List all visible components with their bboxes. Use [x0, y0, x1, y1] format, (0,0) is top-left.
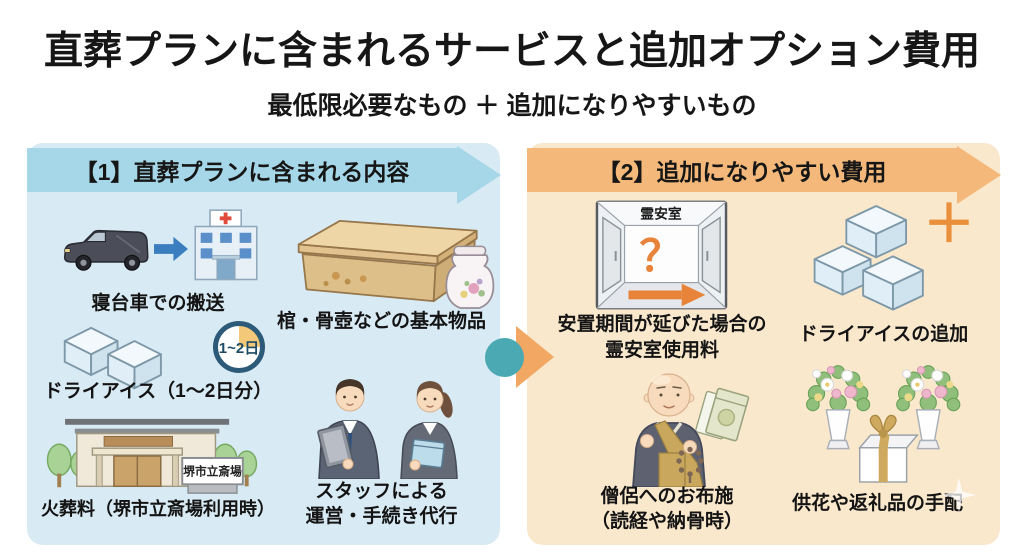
mortuary-room-icon: 霊安室 ？ [595, 200, 728, 310]
flowers-and-gift-icon [806, 365, 961, 483]
monk-offering-label-line2: （読経や納骨時） [590, 511, 743, 532]
dry-ice-icon [63, 326, 162, 390]
extra-dry-ice-icon [813, 205, 924, 311]
left-panel-banner-label: 【1】直葬プランに含まれる内容 [74, 159, 410, 185]
extra-costs-panel: 【2】追加になりやすい費用 霊安室 ？ 安置期間が延びた場合の 霊安室使用料 [527, 143, 1001, 545]
transport-label: 寝台車での搬送 [91, 293, 225, 314]
staff-icon [317, 379, 458, 479]
panel-connector-dot-icon [485, 338, 524, 377]
duration-badge: 1~2日 [213, 321, 265, 373]
mortuary-fee-label-line2: 霊安室使用料 [604, 340, 719, 361]
plus-icon: ＋ [923, 196, 976, 254]
left-panel-banner: 【1】直葬プランに含まれる内容 [27, 146, 501, 204]
page-title: 直葬プランに含まれるサービスと追加オプション費用 [43, 30, 980, 73]
basic-items-label: 棺・骨壺などの基本物品 [276, 311, 486, 332]
crematorium-sign-label: 堺市立斎場 [183, 465, 242, 479]
monk-icon [632, 373, 750, 487]
hearse-van-icon [63, 229, 149, 271]
crematorium-icon: 堺市立斎場 [46, 418, 258, 494]
staff-label-line2: 運営・手続き代行 [305, 506, 458, 527]
flowers-gifts-label: 供花や返礼品の手配 [791, 493, 963, 514]
monk-offering-label-line1: 僧侶へのお布施 [600, 486, 734, 507]
hospital-icon [194, 209, 258, 281]
extra-dry-ice-label: ドライアイスの追加 [798, 324, 969, 345]
transfer-arrow-icon [154, 236, 188, 262]
mortuary-room-sign-label: 霊安室 [640, 206, 682, 222]
staff-label-line1: スタッフによる [315, 481, 448, 502]
included-services-panel: 【1】直葬プランに含まれる内容 [27, 143, 501, 545]
page-subtitle: 最低限必要なもの ＋ 追加になりやすいもの [267, 92, 757, 120]
right-panel-banner-label: 【2】追加になりやすい費用 [597, 159, 887, 185]
question-mark-icon: ？ [639, 233, 682, 281]
duration-badge-label: 1~2日 [218, 339, 260, 357]
coffin-and-urn-icon [297, 220, 495, 309]
right-banner-arrowhead-icon [957, 146, 1001, 204]
cremation-fee-label: 火葬料（堺市立斎場利用時） [41, 499, 275, 519]
mortuary-fee-label-line1: 安置期間が延びた場合の [557, 314, 767, 335]
right-panel-banner: 【2】追加になりやすい費用 [527, 146, 1001, 204]
left-banner-arrowhead-icon [457, 146, 501, 204]
dry-ice-label: ドライアイス（1〜2日分） [43, 381, 273, 402]
